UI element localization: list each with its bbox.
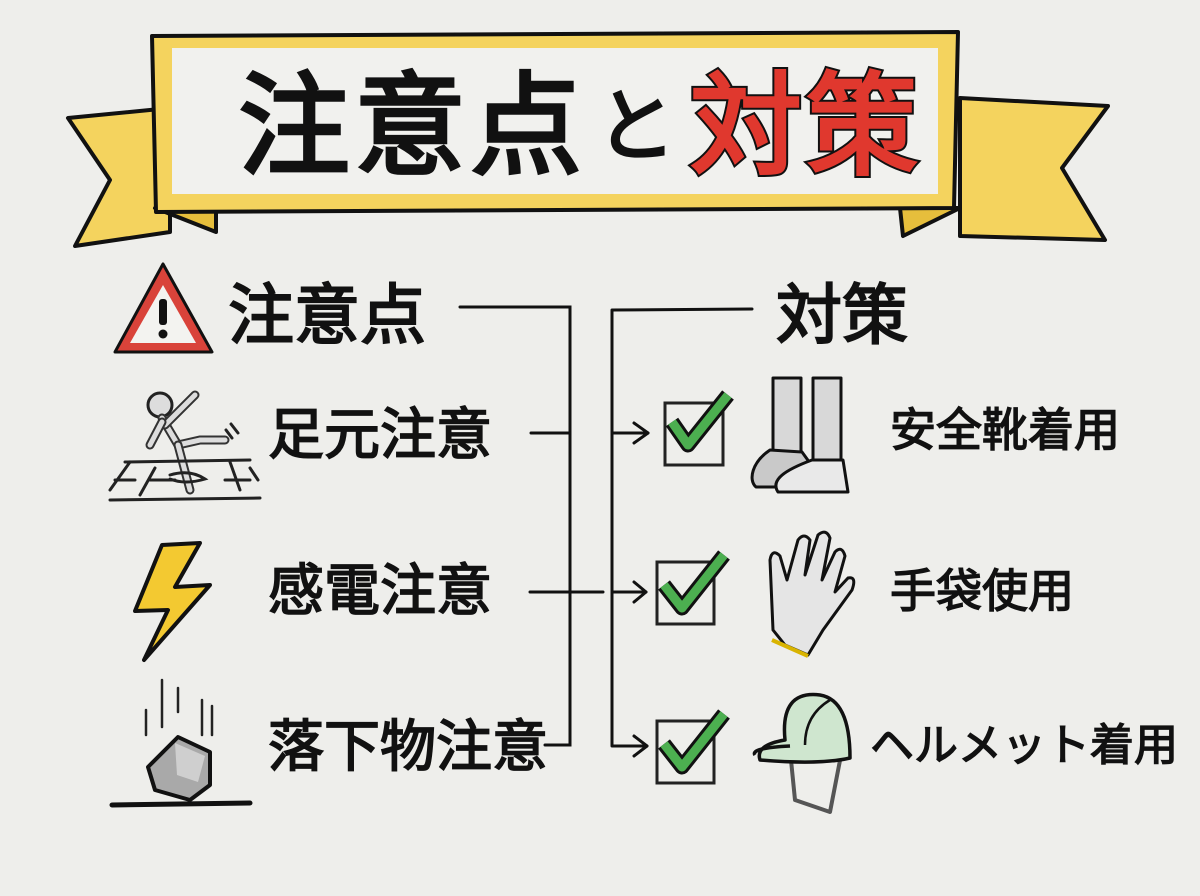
banner-left-tail [66,106,218,248]
title-banner-text: 注意点 と 対策 [200,62,960,192]
cautions-heading: 注意点 [228,277,426,354]
hazard-footing: 足元注意 [268,403,492,468]
banner-right-tail [898,96,1110,242]
work-glove-icon [768,530,856,658]
measure-safety-boots: 安全靴着用 [890,403,1120,457]
title-connector: と [596,80,680,173]
hazard-falling-objects: 落下物注意 [268,715,548,780]
title-banner [150,30,960,214]
title-part-countermeasures: 対策 [688,62,922,192]
warning-triangle-icon [113,262,214,354]
measure-helmet: ヘルメット着用 [870,720,1178,771]
checkbox-safety-boots [663,390,734,467]
title-part-cautions: 注意点 [238,62,586,192]
falling-object-icon [109,678,253,808]
checkbox-helmet [655,709,730,785]
measure-gloves: 手袋使用 [890,564,1074,618]
countermeasures-heading: 対策 [776,277,908,354]
hazard-electric-shock: 感電注意 [268,559,492,624]
left-connector-lines [458,305,605,747]
slipping-person-icon [108,390,262,502]
right-connector-lines [610,307,754,758]
checkbox-gloves [655,550,730,626]
hard-hat-icon [752,692,852,814]
lightning-bolt-icon [133,541,212,662]
safety-boots-icon [750,376,850,494]
